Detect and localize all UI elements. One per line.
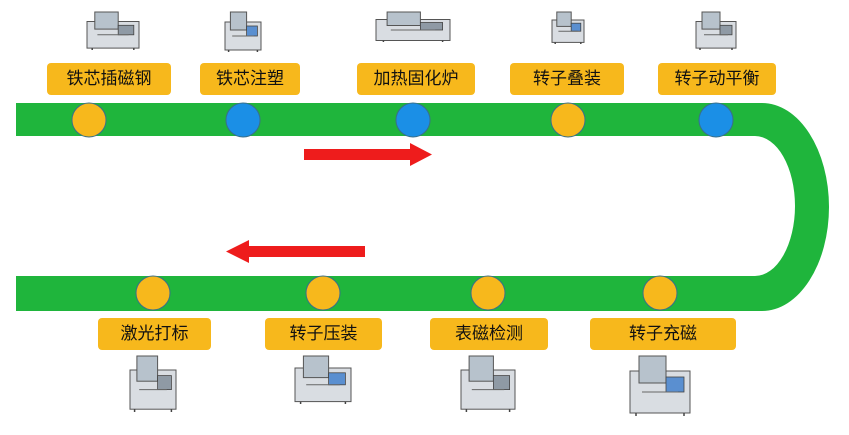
flow-arrow-left — [226, 240, 365, 263]
station-label-top-2: 铁芯注塑 — [200, 63, 300, 95]
rotor-press-machine-icon — [294, 355, 352, 404]
machine-icons — [86, 11, 737, 416]
injection-molding-machine-icon — [224, 11, 262, 52]
station-dot-bottom-1 — [135, 275, 171, 311]
station-dot-bottom-2 — [305, 275, 341, 311]
curing-oven-icon — [375, 11, 451, 42]
laser-marking-machine-icon — [129, 355, 177, 412]
station-dot-bottom-4 — [642, 275, 678, 311]
station-label-top-1: 铁芯插磁钢 — [47, 63, 171, 95]
station-label-bottom-3: 表磁检测 — [430, 318, 548, 350]
station-dot-top-5 — [698, 102, 734, 138]
station-dot-top-4 — [550, 102, 586, 138]
station-label-bottom-2: 转子压装 — [265, 318, 382, 350]
station-label-bottom-1: 激光打标 — [98, 318, 211, 350]
station-label-top-4: 转子叠装 — [510, 63, 624, 95]
station-dot-top-2 — [225, 102, 261, 138]
balancing-machine-icon — [695, 11, 737, 50]
station-dots — [71, 102, 734, 311]
stator-machine-icon — [86, 11, 140, 50]
station-dot-bottom-3 — [470, 275, 506, 311]
rotor-stacking-machine-icon — [551, 11, 585, 44]
station-dot-top-3 — [395, 102, 431, 138]
station-label-top-3: 加热固化炉 — [357, 63, 475, 95]
flow-arrow-right — [304, 143, 432, 166]
station-label-bottom-4: 转子充磁 — [590, 318, 736, 350]
station-dot-top-1 — [71, 102, 107, 138]
surface-magnetic-tester-icon — [460, 355, 516, 412]
station-label-top-5: 转子动平衡 — [658, 63, 776, 95]
magnetizing-machine-icon — [629, 355, 691, 416]
